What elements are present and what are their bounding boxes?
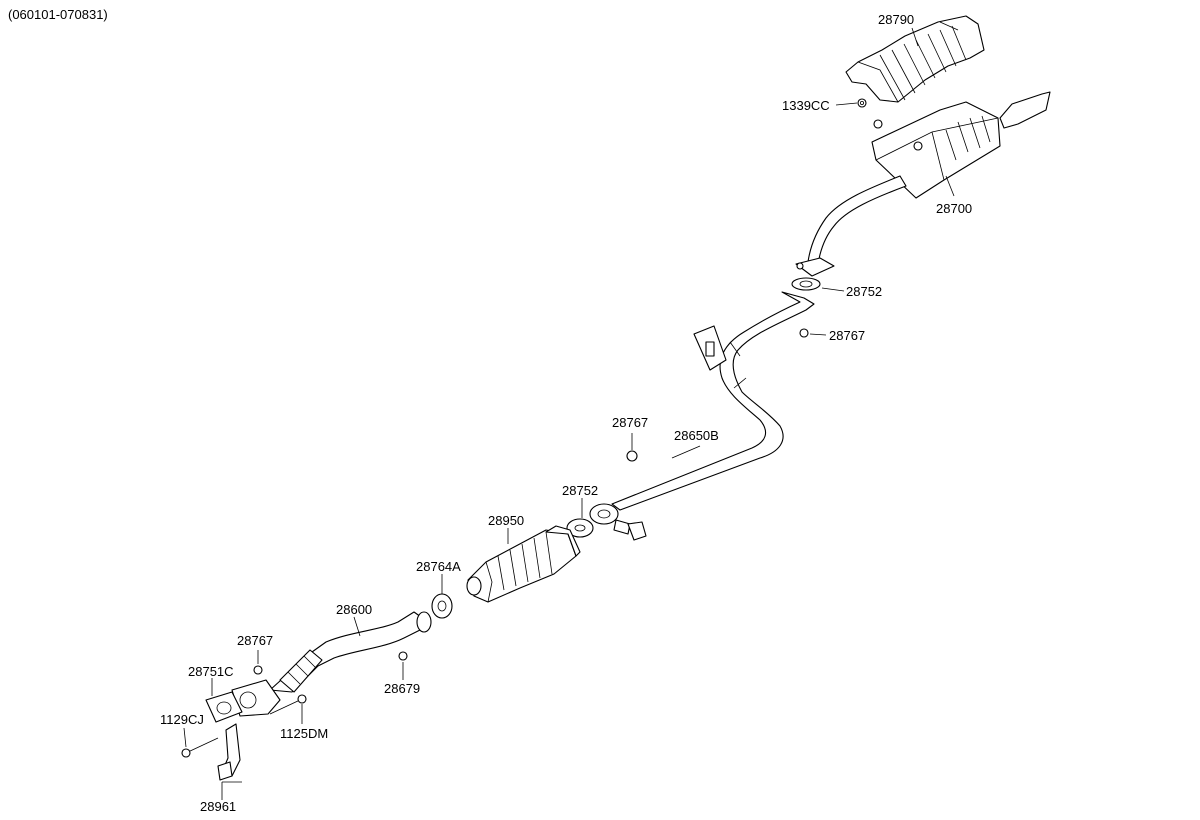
gasket-cat-part[interactable] bbox=[431, 593, 453, 619]
shield-nut-label: 1339CC bbox=[782, 98, 830, 113]
nut-rear-part[interactable] bbox=[799, 328, 809, 338]
center-flange-part[interactable] bbox=[589, 503, 631, 535]
center-pipe-label: 28650B bbox=[674, 428, 719, 443]
bolt-bracket-label: 1125DM bbox=[280, 726, 328, 741]
muffler-label: 28700 bbox=[936, 201, 972, 216]
catalytic-converter-part[interactable] bbox=[466, 525, 581, 603]
muffler-part[interactable] bbox=[871, 91, 1051, 199]
date-range: (060101-070831) bbox=[8, 7, 108, 22]
bolt-front-label: 1129CJ bbox=[160, 712, 204, 727]
center-pipe-part[interactable] bbox=[611, 291, 815, 511]
bracket-part[interactable] bbox=[217, 723, 241, 781]
catalytic-converter-label: 28950 bbox=[488, 513, 524, 528]
gasket-center-label: 28752 bbox=[562, 483, 598, 498]
gasket-front-part[interactable] bbox=[205, 691, 243, 723]
rear-pipe-part[interactable] bbox=[807, 175, 907, 265]
shield-nut-part[interactable] bbox=[857, 98, 867, 108]
front-pipe-nut-label: 28679 bbox=[384, 681, 420, 696]
gasket-rear-label: 28752 bbox=[846, 284, 882, 299]
nut-front-part[interactable] bbox=[253, 665, 263, 675]
nut-center-label: 28767 bbox=[612, 415, 648, 430]
rear-flange-part[interactable] bbox=[795, 257, 835, 277]
front-pipe-nut-part[interactable] bbox=[398, 651, 408, 661]
bolt-bracket-part[interactable] bbox=[269, 694, 307, 715]
heat-shield-part[interactable] bbox=[845, 15, 985, 103]
front-pipe-label: 28600 bbox=[336, 602, 372, 617]
center-clamp-part[interactable] bbox=[627, 521, 647, 541]
gasket-cat-label: 28764A bbox=[416, 559, 461, 574]
gasket-front-label: 28751C bbox=[188, 664, 234, 679]
bracket-label: 28961 bbox=[200, 799, 236, 814]
bolt-front-part[interactable] bbox=[181, 737, 219, 758]
nut-front-label: 28767 bbox=[237, 633, 273, 648]
heat-shield-label: 28790 bbox=[878, 12, 914, 27]
gasket-center-part[interactable] bbox=[566, 518, 594, 538]
gasket-rear-part[interactable] bbox=[791, 277, 821, 291]
nut-center-part[interactable] bbox=[626, 450, 638, 462]
front-pipe-part[interactable] bbox=[269, 611, 432, 693]
rubber-hanger-part[interactable] bbox=[693, 325, 727, 371]
nut-rear-label: 28767 bbox=[829, 328, 865, 343]
